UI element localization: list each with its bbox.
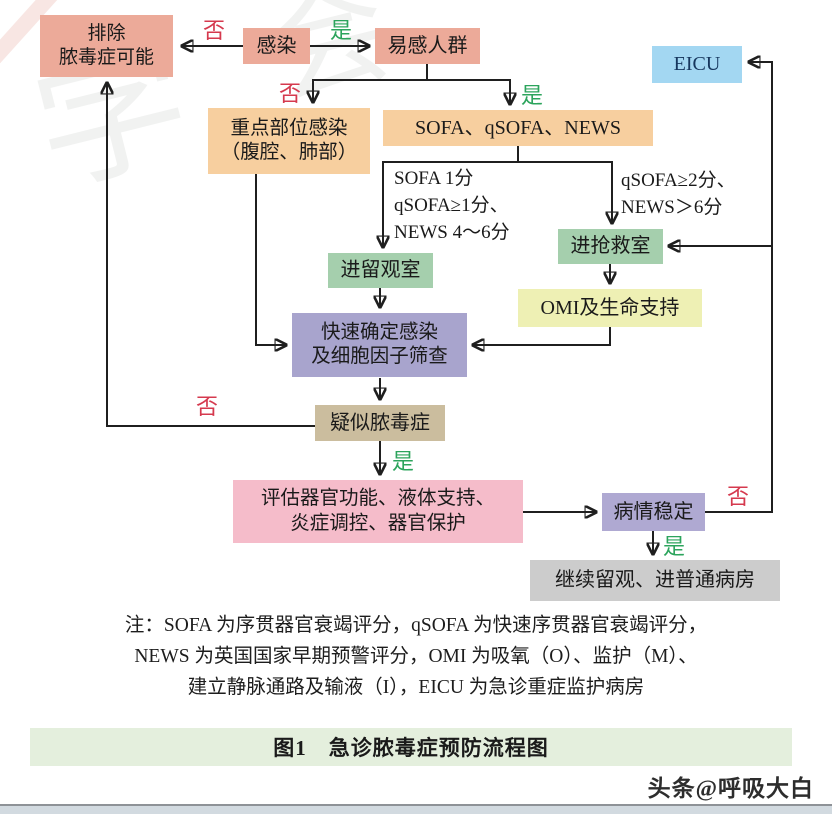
edge-label-no: 否: [727, 484, 750, 509]
node-assess-organ-function: 评估器官功能、液体支持、 炎症调控、器官保护: [233, 480, 523, 543]
node-exclude-sepsis: 排除 脓毒症可能: [40, 15, 173, 77]
node-observation-room: 进留观室: [328, 253, 433, 288]
node-key-site-infection: 重点部位感染 （腹腔、肺部）: [208, 108, 370, 174]
node-rescue-room: 进抢救室: [558, 229, 663, 264]
figure-caption: 图1 急诊脓毒症预防流程图: [273, 736, 549, 760]
criteria-rescue-branch: qSOFA≥2分、 NEWS＞6分: [621, 170, 736, 218]
bottom-bar: [0, 804, 832, 814]
edge-label-yes: 是: [330, 18, 353, 43]
figure-caption-bar: 图1 急诊脓毒症预防流程图: [30, 728, 792, 766]
node-eicu: EICU: [652, 46, 742, 83]
edge-scores-observation: [383, 146, 519, 247]
edge-susceptible-yes-scores: [427, 79, 510, 104]
node-suspected-sepsis: 疑似脓毒症: [315, 405, 445, 441]
edge-stable-no-eicu: [705, 62, 773, 513]
edge-label-no: 否: [279, 81, 302, 106]
node-scores: SOFA、qSOFA、NEWS: [383, 110, 653, 146]
node-condition-stable: 病情稳定: [602, 493, 705, 531]
node-infection: 感染: [243, 28, 310, 64]
edge-label-yes: 是: [392, 449, 415, 474]
edge-label-yes: 是: [663, 534, 686, 559]
node-rapid-confirm-infection: 快速确定感染 及细胞因子筛查: [292, 313, 467, 377]
edge-scores-rescue: [518, 161, 612, 223]
criteria-observation-branch: SOFA 1分 qSOFA≥1分、 NEWS 4～6分: [394, 168, 510, 243]
figure-note: 注：SOFA 为序贯器官衰竭评分，qSOFA 为快速序贯器官衰竭评分， NEWS…: [124, 615, 708, 698]
edge-omi-rapid: [473, 327, 611, 345]
edge-keysite-rapid: [255, 174, 286, 345]
edge-label-no: 否: [196, 394, 219, 419]
node-continue-observation-general-ward: 继续留观、进普通病房: [530, 560, 780, 601]
node-susceptible-population: 易感人群: [375, 28, 480, 64]
edge-label-no: 否: [203, 18, 226, 43]
edge-suspected-no-exclude: [107, 83, 315, 427]
node-omi-life-support: OMI及生命支持: [518, 289, 702, 327]
edge-susceptible-no-keysite: [313, 64, 428, 102]
edge-label-yes: 是: [521, 83, 544, 108]
account-watermark: 头条@呼吸大白: [647, 776, 814, 801]
